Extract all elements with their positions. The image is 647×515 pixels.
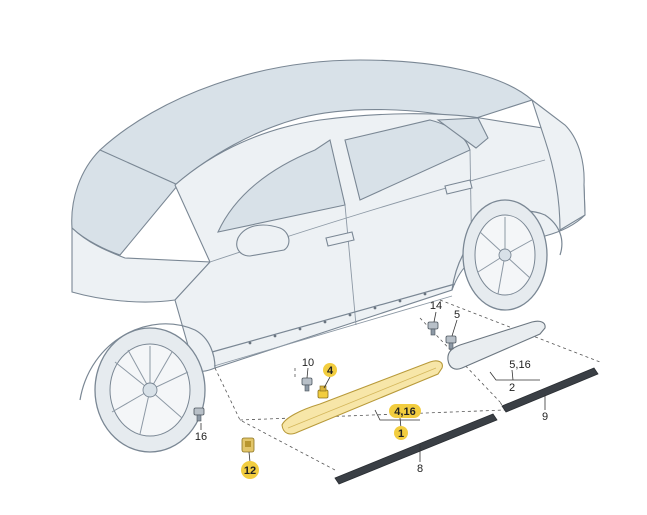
- car-sill: [211, 283, 456, 353]
- sill-trim-part-1-edge: [287, 367, 437, 429]
- callout-4: 4: [323, 363, 337, 377]
- screw-part-5: [445, 335, 457, 350]
- car-mirror: [236, 224, 290, 257]
- callout-14: 16: [195, 431, 207, 443]
- car-sill-holes: [248, 292, 427, 345]
- screw-part-14: [193, 407, 205, 422]
- callout-9: 9: [542, 411, 548, 423]
- car-rear: [530, 98, 586, 231]
- strip-part-8: [334, 413, 498, 485]
- car-door-handle-front: [325, 231, 355, 247]
- callout-4-16: 4,16: [389, 404, 421, 418]
- callout-16: 12: [241, 461, 259, 479]
- car-rear-wheel: [462, 199, 548, 311]
- sill-trim-part-1: [281, 360, 443, 435]
- car-door-handle-rear: [444, 179, 473, 195]
- callout-5-16: 5,16: [509, 359, 530, 371]
- svg-text:1: 1: [398, 428, 404, 440]
- callout-1: 1: [394, 426, 408, 440]
- svg-text:4,16: 4,16: [394, 406, 415, 418]
- car-front-window: [217, 139, 346, 233]
- callout-12: 14: [430, 300, 442, 312]
- strip-part-9: [501, 367, 599, 413]
- car-door-line-front: [344, 204, 357, 326]
- clip-part-4: [317, 385, 329, 399]
- sill-trim-part-2: [447, 320, 546, 370]
- car-illustration: [71, 59, 586, 453]
- svg-text:12: 12: [244, 465, 256, 477]
- screw-part-12: [427, 321, 439, 336]
- leader-lines: [200, 311, 546, 463]
- car-front-wheel: [94, 327, 206, 453]
- car-front-arch: [79, 323, 216, 401]
- car-quarter-window: [436, 117, 489, 149]
- callout-8: 8: [417, 463, 423, 475]
- car-sill-lower: [213, 295, 453, 367]
- nut-part-16: [241, 437, 255, 453]
- callout-10: 10: [302, 357, 314, 369]
- screw-part-10: [301, 377, 313, 392]
- callout-2: 2: [509, 382, 515, 394]
- callout-5: 5: [454, 309, 460, 321]
- svg-text:4: 4: [327, 365, 334, 377]
